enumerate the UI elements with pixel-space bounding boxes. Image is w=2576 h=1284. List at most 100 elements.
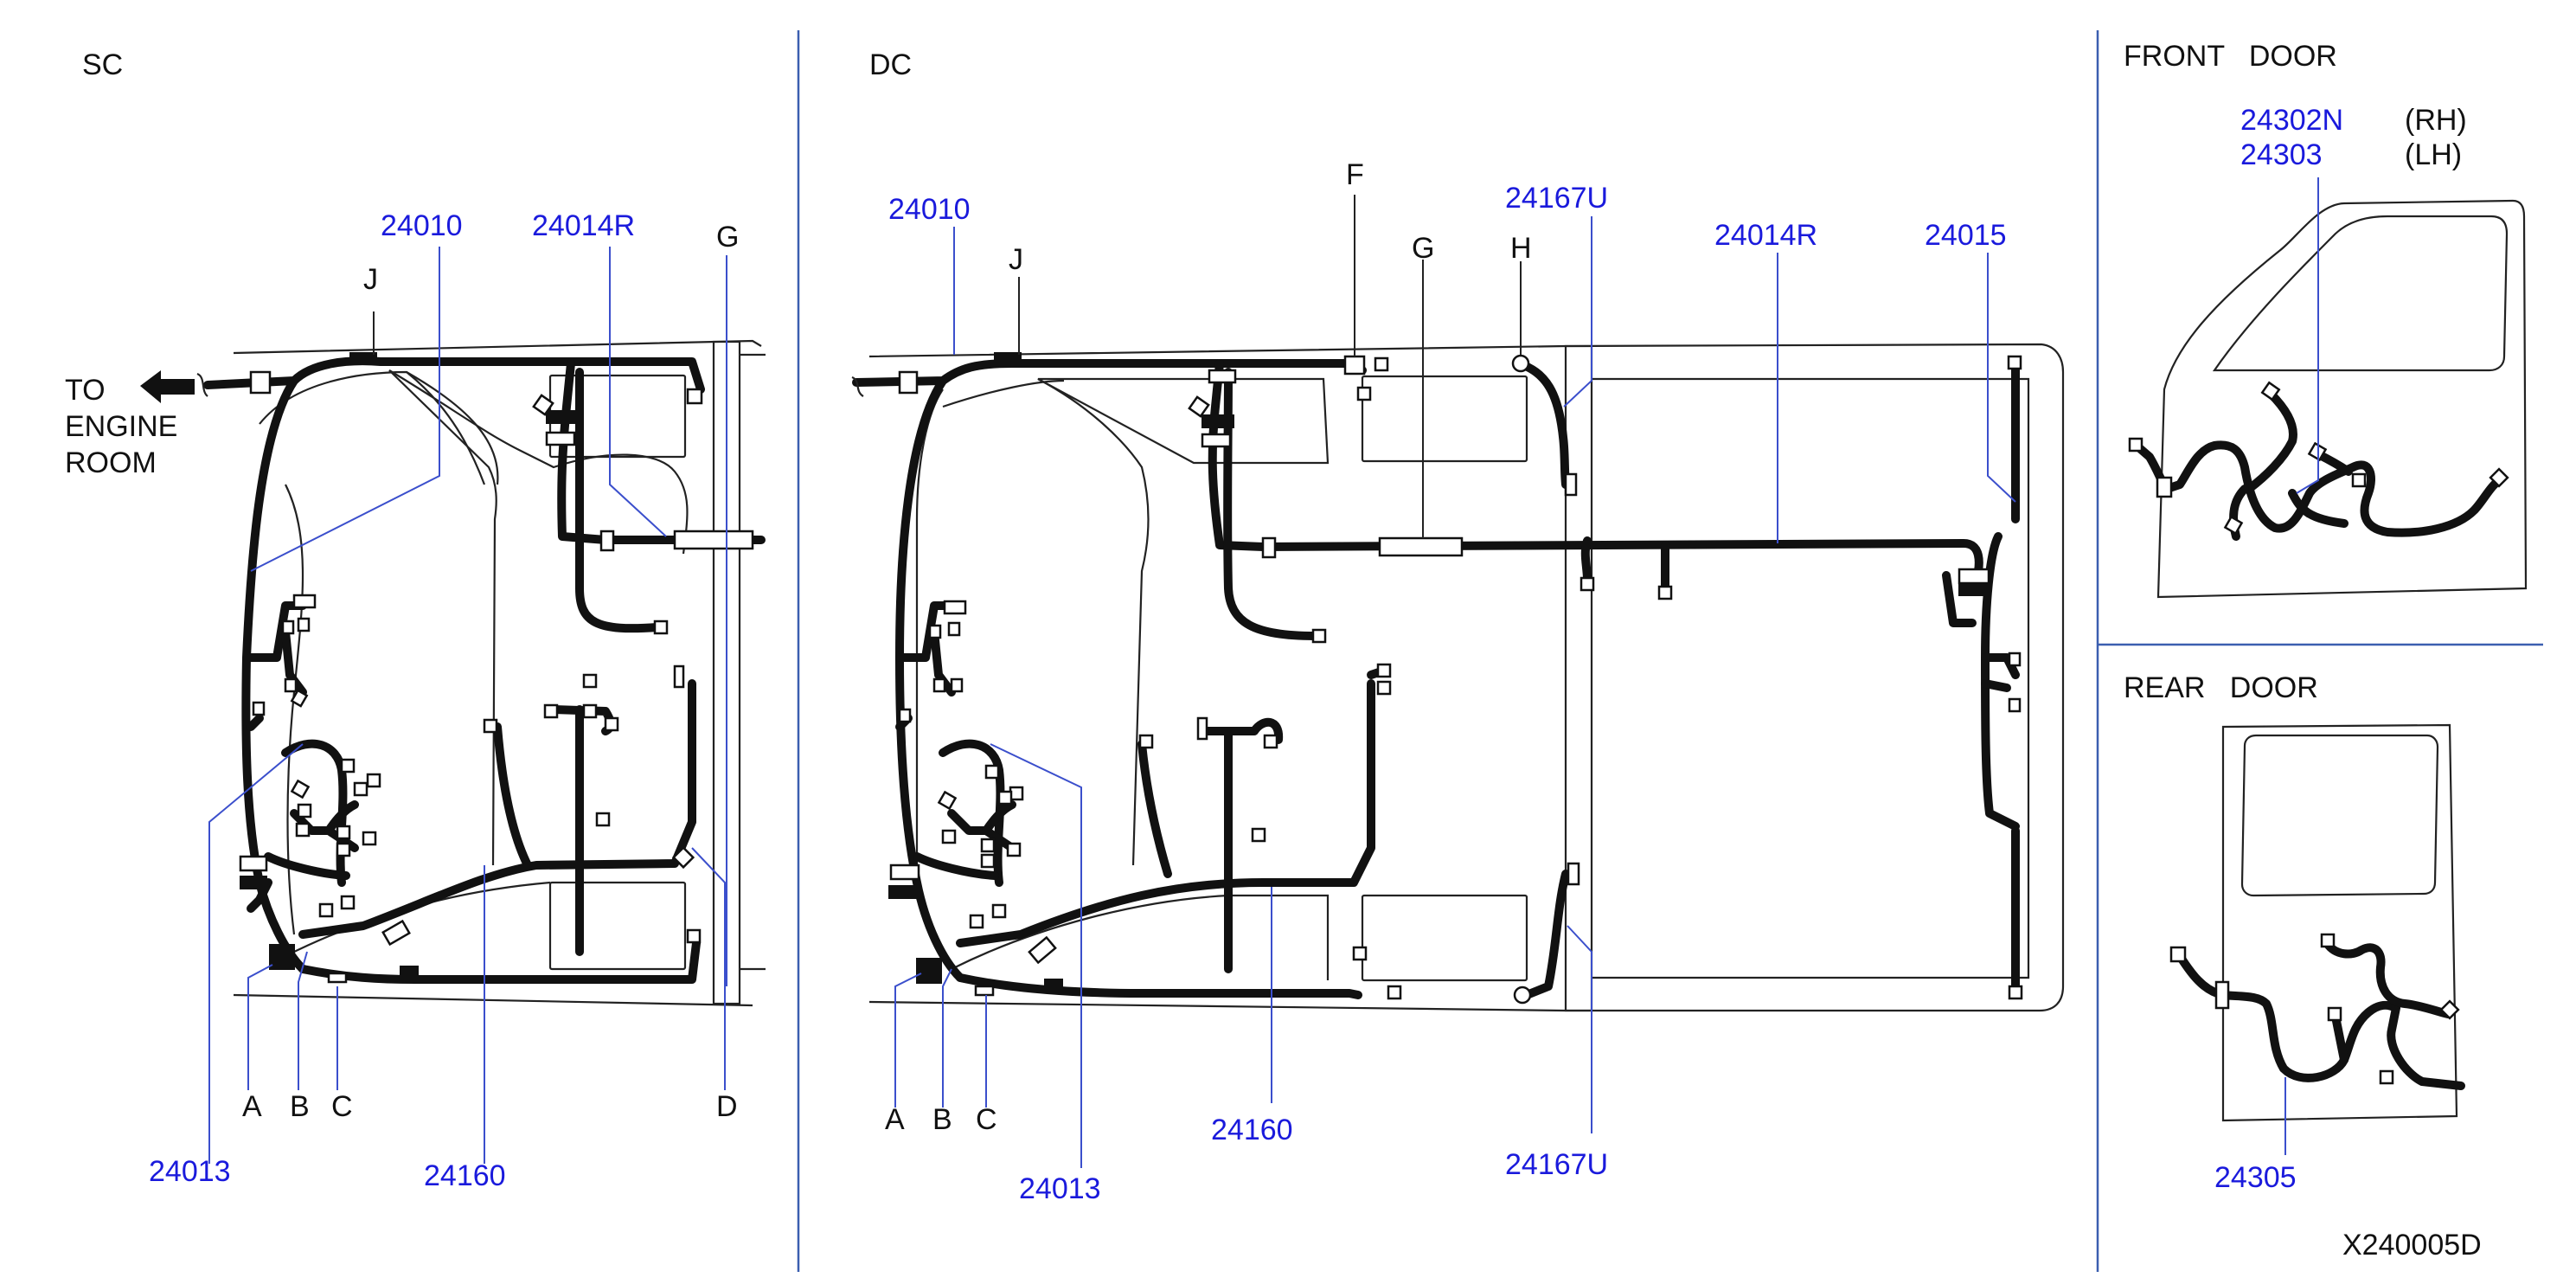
- arrow-left-icon: [140, 370, 195, 403]
- sc-connector: [252, 701, 266, 716]
- sc-connector: [281, 620, 295, 635]
- dc-connector: [898, 370, 919, 395]
- dc-connector: [947, 621, 961, 637]
- dc-connector: [1564, 472, 1578, 497]
- front-door-window: [2212, 215, 2509, 372]
- dc-callout-a: A: [885, 1103, 905, 1136]
- dc-connector: [1356, 386, 1372, 401]
- sc-connector: [673, 664, 685, 689]
- front-door-panel: 24302N (RH) 24303 (LH): [2128, 104, 2528, 599]
- sc-connector: [546, 410, 579, 424]
- sc-connector: [595, 812, 611, 827]
- sc-connector: [284, 677, 298, 693]
- dc-connector: [916, 958, 942, 984]
- sc-connector: [653, 620, 669, 635]
- sc-connector: [290, 689, 309, 708]
- sc-connector: [240, 876, 267, 889]
- sc-connector: [599, 530, 615, 552]
- dc-connector: [898, 708, 912, 723]
- drawing-code: X240005D: [2342, 1229, 2482, 1262]
- dc-callout-24015: 24015: [1925, 219, 2007, 252]
- rear-door-window: [2240, 734, 2439, 897]
- sc-callout-d: D: [716, 1090, 738, 1123]
- dc-connectors: [888, 352, 2023, 1005]
- dc-connector: [928, 624, 942, 639]
- dc-connector: [1201, 433, 1232, 448]
- dc-connector: [984, 764, 1000, 780]
- sc-leaders: [208, 247, 727, 1164]
- to-engine-room-line1: TO: [65, 374, 106, 407]
- sc-connector: [582, 703, 598, 719]
- sc-callout-b: B: [290, 1090, 310, 1123]
- sc-connector: [340, 758, 356, 774]
- front-door-outline: [2156, 199, 2528, 599]
- sc-callout-g: G: [716, 221, 739, 254]
- sc-connector: [686, 388, 703, 405]
- dc-connector: [1376, 663, 1392, 678]
- sc-connector: [290, 779, 311, 799]
- dc-grommet: [1513, 985, 1532, 1005]
- section-title-front-door: FRONT DOOR: [2124, 40, 2337, 73]
- dc-panel: 24010 J F G H 24167U 24014R 24015 A B C …: [851, 158, 2065, 1205]
- dc-connector: [889, 863, 920, 881]
- sc-connector: [297, 617, 311, 632]
- sc-connector: [336, 842, 351, 857]
- dc-callout-g: G: [1412, 232, 1434, 265]
- dc-connector: [1261, 536, 1277, 559]
- sc-connector: [295, 822, 311, 838]
- dc-callout-24167u-bottom: 24167U: [1505, 1148, 1608, 1181]
- sc-connector: [353, 781, 368, 797]
- sc-connector: [604, 716, 619, 732]
- rear-door-connector: [2327, 1006, 2342, 1022]
- dc-connector: [1567, 862, 1580, 886]
- dc-callout-h: H: [1510, 232, 1532, 265]
- dc-connector: [888, 885, 918, 899]
- dc-connector: [1376, 680, 1392, 696]
- dc-callout-f: F: [1346, 158, 1364, 191]
- dc-connector: [1201, 414, 1234, 428]
- dc-connector: [980, 838, 996, 853]
- dc-connector: [937, 790, 958, 811]
- dc-body-outline: [868, 343, 2065, 1012]
- sc-panel: TO ENGINE ROOM 24010 24014R G J A B C D …: [65, 209, 766, 1192]
- sc-connector: [362, 831, 377, 846]
- rear-door-connector: [2320, 933, 2336, 948]
- to-engine-room-line3: ROOM: [65, 446, 157, 479]
- sc-connector: [582, 673, 598, 689]
- section-title-sc: SC: [82, 48, 123, 81]
- sc-callout-a: A: [242, 1090, 262, 1123]
- sc-connector: [543, 703, 559, 719]
- sc-connector: [400, 966, 419, 978]
- rear-door-connector: [2439, 999, 2460, 1020]
- sc-connector: [327, 972, 348, 984]
- dc-connector: [1387, 985, 1402, 1000]
- dc-leaders: [894, 195, 2016, 1168]
- rear-door-part: 24305: [2214, 1161, 2297, 1194]
- sc-connector: [671, 845, 695, 870]
- sc-connector: [686, 928, 702, 944]
- dc-connector: [1657, 585, 1673, 600]
- rear-door-connector: [2214, 980, 2230, 1010]
- rear-door-panel: 24305: [2169, 723, 2465, 1194]
- cut-mark: [851, 376, 864, 397]
- front-door-rh-side: (RH): [2405, 104, 2467, 137]
- sc-connector: [336, 825, 351, 840]
- dc-connector: [1188, 395, 1210, 418]
- front-door-connector: [2223, 515, 2244, 536]
- front-door-connector: [2489, 467, 2509, 488]
- sc-connector: [349, 352, 377, 363]
- dc-callout-c: C: [976, 1103, 997, 1136]
- dc-connector: [1263, 734, 1278, 749]
- dc-harness: [852, 359, 2020, 999]
- dc-connector: [1138, 734, 1154, 749]
- sc-connector: [532, 394, 554, 416]
- dc-connector: [1208, 369, 1237, 384]
- panel-dividers: [797, 30, 2543, 1272]
- dc-callout-24014r: 24014R: [1714, 219, 1817, 252]
- dc-connector: [1352, 946, 1368, 961]
- dc-connector: [1311, 628, 1327, 644]
- dc-grommet: [1511, 354, 1530, 373]
- dc-connector: [2008, 985, 2023, 1000]
- dc-connector: [950, 677, 964, 693]
